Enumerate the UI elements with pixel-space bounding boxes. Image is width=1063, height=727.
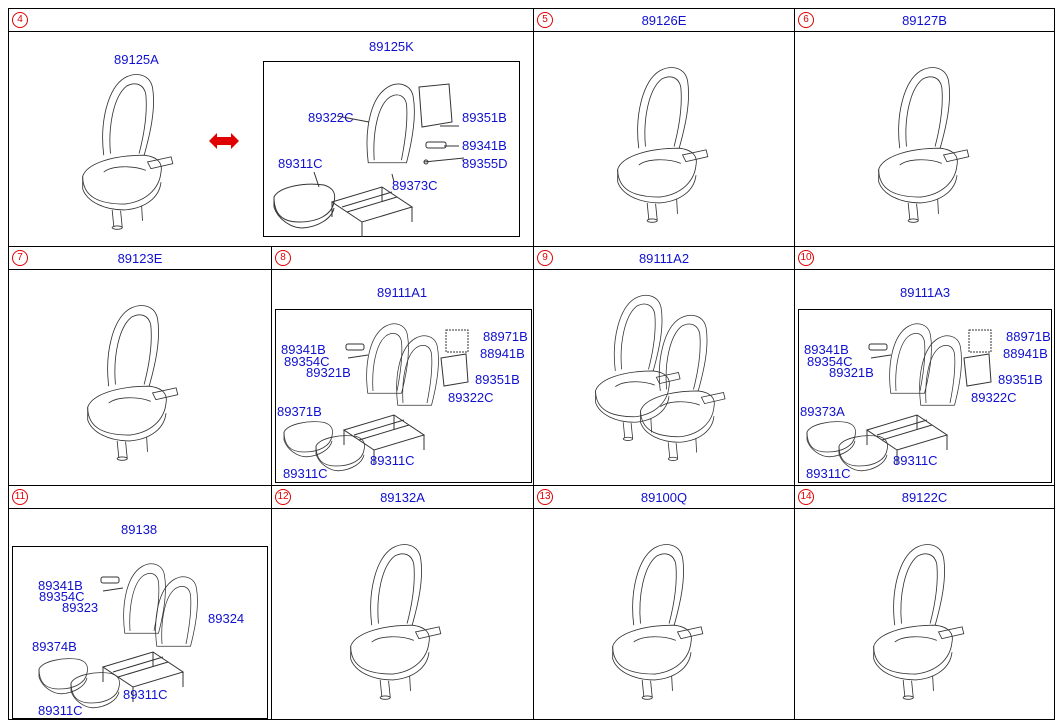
part-code[interactable]: 89323 bbox=[62, 600, 99, 615]
panel-number: 12 bbox=[275, 489, 291, 505]
part-code[interactable]: 89311C bbox=[893, 453, 938, 468]
panel-number: 14 bbox=[798, 489, 814, 505]
part-code[interactable]: 89324 bbox=[208, 611, 245, 626]
part-code[interactable]: 89374B bbox=[32, 639, 77, 654]
part-code[interactable]: 89354C bbox=[807, 354, 853, 369]
part-code[interactable]: 89311C bbox=[283, 466, 328, 481]
part-code[interactable]: 89351B bbox=[475, 372, 520, 387]
seat-illustration bbox=[617, 67, 709, 223]
part-code[interactable]: 89373C bbox=[392, 178, 438, 193]
part-code[interactable]: 89126E bbox=[641, 13, 687, 28]
part-code[interactable]: 89311C bbox=[278, 156, 323, 171]
panel-5: 5 89126E bbox=[533, 8, 795, 247]
part-code[interactable]: 88941B bbox=[1003, 346, 1048, 361]
seat-illustration bbox=[873, 544, 965, 700]
part-code[interactable]: 89322C bbox=[448, 390, 494, 405]
part-code[interactable]: 88971B bbox=[1006, 329, 1051, 344]
panel-number: 11 bbox=[12, 489, 28, 505]
part-code[interactable]: 89351B bbox=[998, 372, 1043, 387]
panel-header: 14 89122C bbox=[795, 486, 1054, 509]
seat-illustration bbox=[82, 74, 174, 230]
panel-8: 8 89111A1 89341B 89354C 89321B 88971B 88… bbox=[271, 246, 534, 486]
part-code[interactable]: 89311C bbox=[38, 703, 83, 718]
swap-arrow-icon bbox=[209, 133, 239, 149]
panel-14: 14 89122C bbox=[794, 485, 1055, 720]
part-code-main[interactable]: 89125A bbox=[114, 52, 159, 67]
seat-illustration bbox=[612, 544, 704, 700]
seat-illustration bbox=[350, 544, 442, 700]
seat-illustration bbox=[87, 305, 179, 461]
panel-4: 4 89125A 89125K 89322C 89351B 89341B 893… bbox=[8, 8, 534, 247]
kit-parts-illustration bbox=[273, 83, 465, 238]
part-code[interactable]: 89111A2 bbox=[638, 251, 690, 266]
kit-parts-illustration bbox=[283, 323, 469, 472]
part-code[interactable]: 89127B bbox=[902, 13, 947, 28]
panel-number: 9 bbox=[537, 250, 553, 266]
part-code[interactable]: 89123E bbox=[117, 251, 163, 266]
panel-header: 10 bbox=[795, 247, 1054, 270]
part-code[interactable]: 89122C bbox=[901, 490, 948, 505]
part-code[interactable]: 89373A bbox=[800, 404, 845, 419]
panel-12: 12 89132A bbox=[271, 485, 534, 720]
part-code[interactable]: 88941B bbox=[480, 346, 525, 361]
panel-10: 10 89111A3 89341B 89354C 89321B 88971B 8… bbox=[794, 246, 1055, 486]
part-code[interactable]: 89341B bbox=[804, 342, 849, 357]
panel-11: 11 89138 89341B 89354C 89323 89324 89374… bbox=[8, 485, 272, 720]
part-code[interactable]: 89100Q bbox=[640, 490, 688, 505]
part-code[interactable]: 89354C bbox=[284, 354, 330, 369]
part-code[interactable]: 89132A bbox=[380, 490, 425, 505]
panel-header: 12 89132A bbox=[272, 486, 533, 509]
part-code[interactable]: 89351B bbox=[462, 110, 507, 125]
kit-parts-illustration bbox=[38, 563, 198, 709]
kit-code[interactable]: 89111A1 bbox=[377, 285, 428, 300]
panel-9: 9 89111A2 bbox=[533, 246, 795, 486]
panel-number: 10 bbox=[798, 250, 814, 266]
panel-number: 6 bbox=[798, 12, 814, 28]
part-code[interactable]: 89371B bbox=[277, 404, 322, 419]
panel-number: 7 bbox=[12, 250, 28, 266]
seat-illustration bbox=[878, 67, 970, 223]
part-code[interactable]: 89311C bbox=[123, 687, 168, 702]
part-code[interactable]: 88971B bbox=[483, 329, 528, 344]
part-code[interactable]: 89355D bbox=[462, 156, 508, 171]
part-code[interactable]: 89354C bbox=[39, 589, 85, 604]
panel-header: 11 bbox=[9, 486, 271, 509]
panel-number: 4 bbox=[12, 12, 28, 28]
kit-code[interactable]: 89125K bbox=[369, 39, 414, 54]
part-code[interactable]: 89321B bbox=[829, 365, 874, 380]
part-code[interactable]: 89321B bbox=[306, 365, 351, 380]
panel-header: 5 89126E bbox=[534, 9, 794, 32]
panel-number: 5 bbox=[537, 12, 553, 28]
part-code[interactable]: 89322C bbox=[308, 110, 354, 125]
kit-box: 89341B 89354C 89321B 88971B 88941B 89351… bbox=[798, 309, 1052, 483]
kit-box: 89322C 89351B 89341B 89355D 89311C 89373… bbox=[263, 61, 520, 238]
part-code[interactable]: 89311C bbox=[806, 466, 851, 481]
part-code[interactable]: 89341B bbox=[462, 138, 507, 153]
kit-code[interactable]: 89111A3 bbox=[900, 285, 951, 300]
panel-number: 8 bbox=[275, 250, 291, 266]
panel-header: 8 bbox=[272, 247, 533, 270]
seat-illustration bbox=[640, 314, 726, 461]
panel-13: 13 89100Q bbox=[533, 485, 795, 720]
kit-box: 89341B 89354C 89321B 88971B 88941B 89351… bbox=[275, 309, 532, 483]
panel-header: 13 89100Q bbox=[534, 486, 794, 509]
part-code[interactable]: 89341B bbox=[38, 578, 83, 593]
panel-7: 7 89123E bbox=[8, 246, 272, 486]
kit-parts-illustration bbox=[806, 323, 992, 472]
panel-header: 9 89111A2 bbox=[534, 247, 794, 270]
kit-box: 89341B 89354C 89323 89324 89374B 89311C … bbox=[12, 546, 268, 719]
panel-header: 7 89123E bbox=[9, 247, 271, 270]
panel-header: 6 89127B bbox=[795, 9, 1054, 32]
kit-code[interactable]: 89138 bbox=[121, 522, 158, 537]
panel-header: 4 bbox=[9, 9, 533, 32]
panel-6: 6 89127B bbox=[794, 8, 1055, 247]
part-code[interactable]: 89341B bbox=[281, 342, 326, 357]
part-code[interactable]: 89322C bbox=[971, 390, 1017, 405]
part-code[interactable]: 89311C bbox=[370, 453, 415, 468]
panel-number: 13 bbox=[537, 489, 553, 505]
